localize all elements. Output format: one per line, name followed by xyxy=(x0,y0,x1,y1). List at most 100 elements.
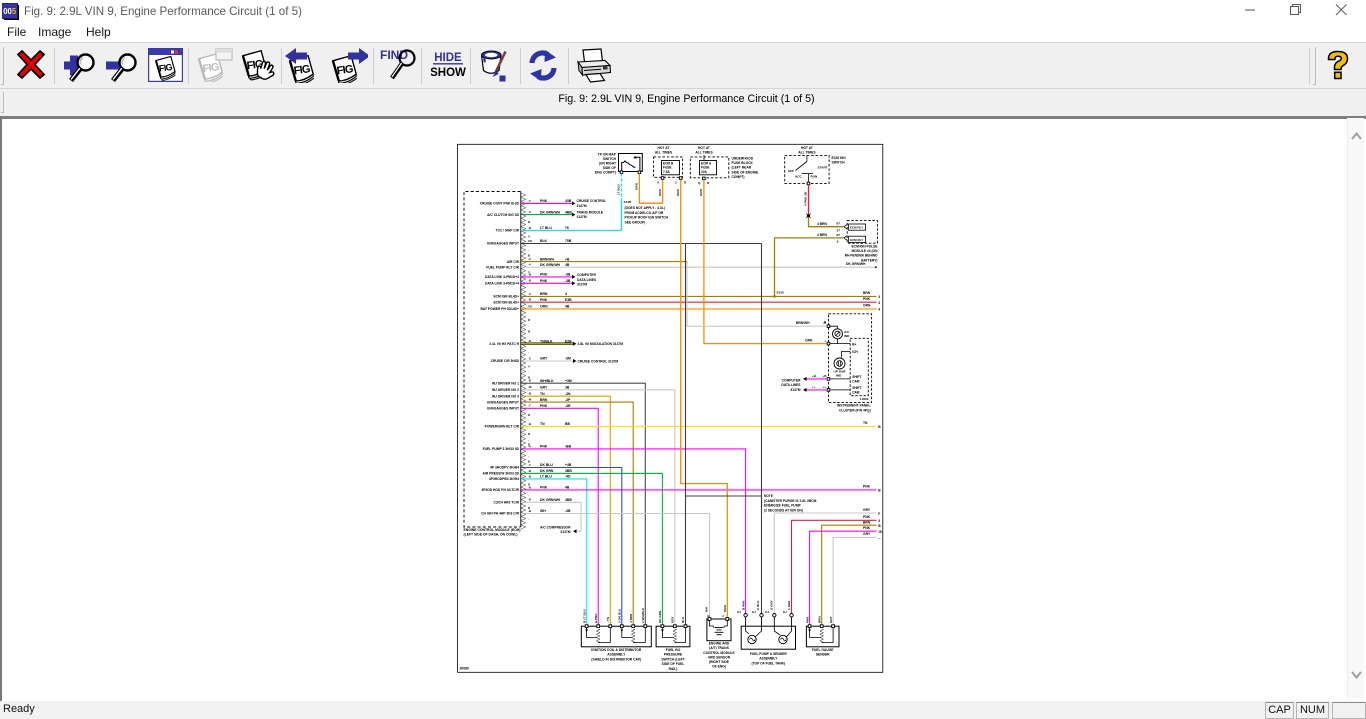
svg-text:+B: +B xyxy=(812,374,817,378)
svg-text:OFF: OFF xyxy=(788,169,794,173)
svg-text:FUEL GAUGE: FUEL GAUGE xyxy=(812,648,834,652)
svg-text:SHIFT: SHIFT xyxy=(852,386,861,390)
svg-text:B: B xyxy=(878,489,881,493)
svg-text:10A: 10A xyxy=(701,170,708,174)
svg-text:IGN/GAUGES INPUT: IGN/GAUGES INPUT xyxy=(487,400,519,404)
svg-text:B: B xyxy=(528,506,530,510)
svg-text:ENGINE AND: ENGINE AND xyxy=(709,642,730,646)
svg-text:IGNITION COIL & DISTRIBUTOR: IGNITION COIL & DISTRIBUTOR xyxy=(591,648,642,652)
svg-text:WH: WH xyxy=(704,606,708,612)
svg-text:B: B xyxy=(528,376,530,380)
svg-text:-3R: -3R xyxy=(565,404,571,408)
svg-text:75B: 75B xyxy=(565,239,572,243)
svg-text:-: - xyxy=(528,518,529,522)
svg-text:3137M: 3137M xyxy=(560,530,570,534)
svg-text:UP SHIF: UP SHIF xyxy=(834,370,846,374)
svg-text:R: R xyxy=(707,181,710,185)
svg-text:B LT BLU: B LT BLU xyxy=(582,608,586,623)
svg-text:-B: -B xyxy=(878,530,882,534)
svg-text:PNK: PNK xyxy=(540,486,548,490)
svg-text:B: B xyxy=(528,460,530,464)
svg-text:S14B: S14B xyxy=(624,200,633,204)
svg-text:B: B xyxy=(708,614,711,618)
svg-text:43B: 43B xyxy=(565,199,572,203)
svg-text:-D: -D xyxy=(528,339,531,343)
svg-text:GRY: GRY xyxy=(863,532,871,536)
svg-text:(TOP OF FUEL TANK): (TOP OF FUEL TANK) xyxy=(751,661,785,665)
svg-text:-3B: -3B xyxy=(565,509,571,513)
svg-text:BLK: BLK xyxy=(681,616,685,623)
svg-text:(LEFT SIDE OF DASH, ON COWL): (LEFT SIDE OF DASH, ON COWL) xyxy=(464,533,518,537)
svg-text:ORN: ORN xyxy=(699,188,703,196)
svg-text:ORN: ORN xyxy=(723,604,727,612)
svg-text:WH/BLK: WH/BLK xyxy=(540,379,554,383)
svg-text:GRY: GRY xyxy=(540,386,548,390)
svg-text:BRN: BRN xyxy=(863,291,871,295)
svg-text:BRN/WH: BRN/WH xyxy=(796,321,810,325)
svg-text:SIDE OF FUEL: SIDE OF FUEL xyxy=(662,662,685,666)
svg-text:-: - xyxy=(528,438,529,442)
svg-text:A: A xyxy=(657,181,660,185)
svg-text:-: - xyxy=(528,454,529,458)
svg-text:ALL TIMES: ALL TIMES xyxy=(695,151,713,155)
svg-text:TN: TN xyxy=(863,421,868,425)
svg-text:KJ: KJ xyxy=(737,610,741,614)
svg-text:ENG COMPT): ENG COMPT) xyxy=(595,171,616,175)
svg-text:-D: -D xyxy=(528,379,531,383)
svg-text:4 BRN: 4 BRN xyxy=(629,613,633,623)
svg-text:(DOES NOT APPLY - 4.3L): (DOES NOT APPLY - 4.3L) xyxy=(625,206,665,210)
svg-text:ECM IGN BL4D+: ECM IGN BL4D+ xyxy=(493,300,519,304)
svg-text:DK GRN/WH: DK GRN/WH xyxy=(540,210,561,214)
svg-text:R: R xyxy=(684,181,687,185)
svg-text:E2B: E2B xyxy=(565,339,572,343)
svg-text:FUSE: FUSE xyxy=(701,166,710,170)
svg-text:PNK: PNK xyxy=(540,279,548,283)
svg-text:-B: -B xyxy=(528,298,531,302)
svg-text:-3M: -3M xyxy=(565,357,571,361)
svg-text:BRN: BRN xyxy=(540,292,548,296)
svg-text:CAM: CAM xyxy=(852,390,860,394)
svg-text:DATA LINK 3-PM1D+4: DATA LINK 3-PM1D+4 xyxy=(485,282,519,286)
svg-text:SHIFT: SHIFT xyxy=(852,375,861,379)
svg-text:-3: -3 xyxy=(528,210,531,214)
svg-text:(CANISTER PURGE IS 2.8L 2BCM: (CANISTER PURGE IS 2.8L 2BCM xyxy=(764,499,817,503)
svg-text:DK BLU: DK BLU xyxy=(540,463,553,467)
svg-text:3137M: 3137M xyxy=(790,388,800,392)
svg-text:-B: -B xyxy=(528,469,531,473)
svg-text:+B: +B xyxy=(823,374,828,378)
svg-text:7.5A: 7.5A xyxy=(663,170,670,174)
svg-text:SIDE OF: SIDE OF xyxy=(603,166,616,170)
svg-text:(SHIELD IN DISTRIBUTOR CAP): (SHIELD IN DISTRIBUTOR CAP) xyxy=(591,657,641,661)
svg-text:(A/T) TRANS: (A/T) TRANS xyxy=(709,646,730,650)
svg-text:4: 4 xyxy=(528,270,530,274)
svg-text:DATA LINK 3-PM1D+4: DATA LINK 3-PM1D+4 xyxy=(485,275,519,279)
svg-text:C3/C4 HR3 TC/R: C3/C4 HR3 TC/R xyxy=(494,501,520,505)
svg-text:++: ++ xyxy=(812,385,816,389)
svg-text:MODULE #4 (ON: MODULE #4 (ON xyxy=(852,249,878,253)
svg-text:INJ DRIVER NO 2: INJ DRIVER NO 2 xyxy=(492,388,519,392)
svg-text:PNK: PNK xyxy=(863,485,871,489)
svg-text:-3: -3 xyxy=(528,292,531,296)
svg-text:DK GRN/WH: DK GRN/WH xyxy=(846,262,866,266)
svg-text:7B: 7B xyxy=(528,304,532,308)
svg-text:B: B xyxy=(528,330,530,334)
svg-text:FIG: FIG xyxy=(158,62,173,74)
svg-text:+4B: +4B xyxy=(565,463,572,467)
svg-text:7B: 7B xyxy=(528,239,532,243)
svg-text:FUSE: FUSE xyxy=(663,166,672,170)
svg-text:-: - xyxy=(528,350,529,354)
svg-text:+B: +B xyxy=(565,257,570,261)
svg-text:LODE: LODE xyxy=(860,397,869,401)
svg-text:COMPUTER: COMPUTER xyxy=(782,378,801,382)
svg-text:ORN: ORN xyxy=(676,188,680,196)
svg-text:TCC / MAP C/R: TCC / MAP C/R xyxy=(496,229,520,233)
svg-text:ORN: ORN xyxy=(634,182,638,190)
svg-text:RAIL): RAIL) xyxy=(669,667,678,671)
svg-text:SWITCH: SWITCH xyxy=(832,161,846,165)
svg-text:4 BRN: 4 BRN xyxy=(817,222,828,226)
svg-text:ORN: ORN xyxy=(540,305,548,309)
svg-text:-3P: -3P xyxy=(565,398,571,402)
svg-text:2.4L V6 HX PATC R: 2.4L V6 HX PATC R xyxy=(489,342,519,346)
svg-text:DK GRN: DK GRN xyxy=(540,469,554,473)
svg-text:BATTERY): BATTERY) xyxy=(861,258,877,262)
